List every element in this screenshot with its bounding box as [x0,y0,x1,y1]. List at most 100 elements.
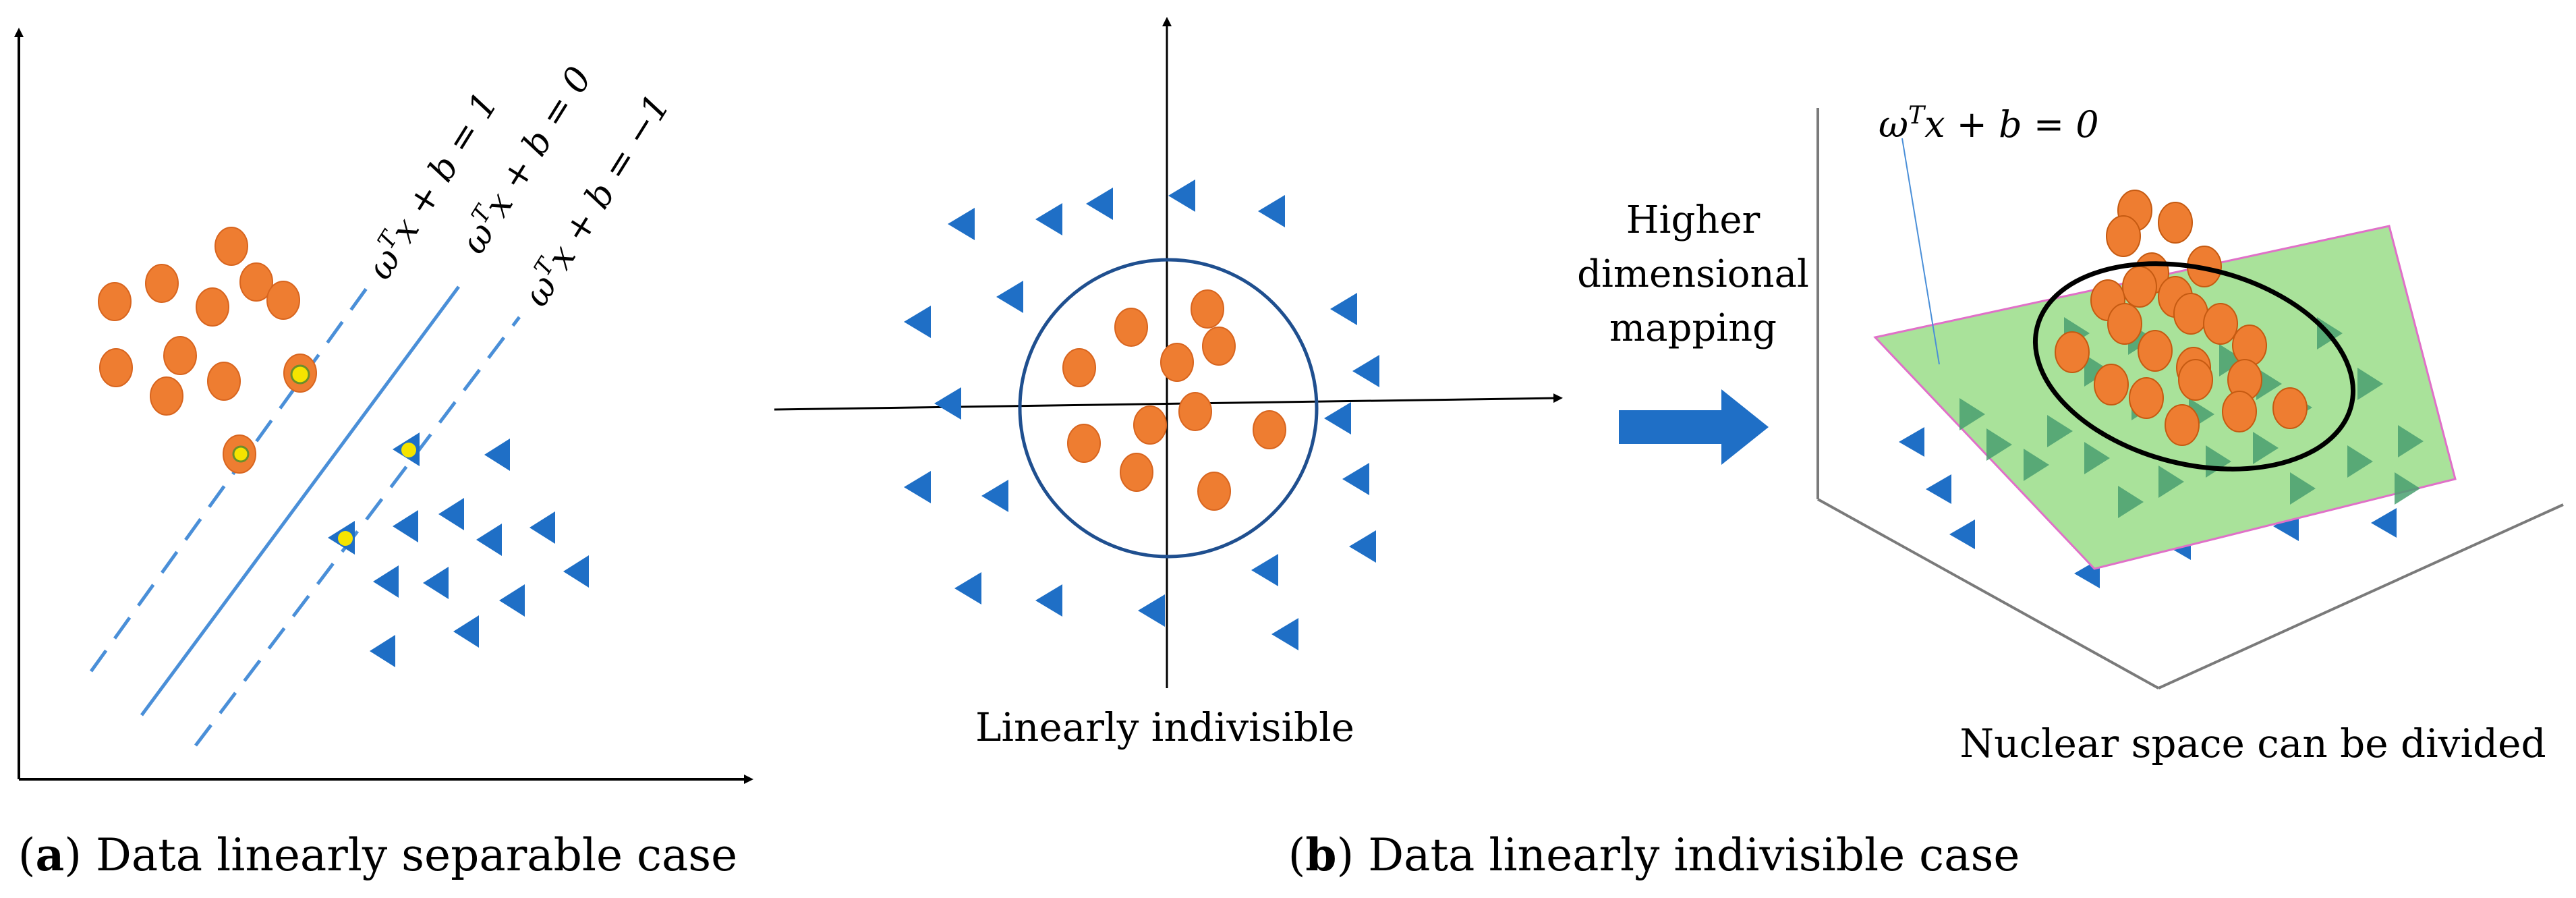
blue-point [2371,508,2397,538]
blue-point [1949,520,1975,549]
blue-point [499,584,525,617]
blue-support-vector [393,432,420,466]
orange-point [207,362,241,401]
orange-point [2158,202,2193,244]
margin-line-upper [89,285,370,673]
orange-point [2232,325,2267,366]
orange-point [2138,330,2173,372]
panel-a-caption: (a) Data linearly separable case [18,829,737,881]
separating-circle [1018,258,1319,559]
green-point [2256,368,2282,400]
arrow-label-line-2: dimensional [1577,252,1809,296]
green-point [2219,344,2245,376]
blue-point [1349,530,1376,563]
plane-equation: ωTx + b = 0 [1879,102,2099,146]
orange-point [98,282,132,321]
orange-point [2222,391,2257,432]
green-point [2398,425,2424,457]
orange-point [150,376,183,416]
orange-point [163,336,197,375]
orange-point [1067,424,1101,463]
orange-point [1120,453,1153,492]
orange-point [1133,405,1167,445]
panel-b-caption: (b) Data linearly indivisible case [1288,829,2020,881]
orange-point [2203,303,2238,345]
blue-point [476,524,502,556]
blue-point [438,498,464,530]
green-point [2047,415,2073,447]
orange-point [1191,289,1224,329]
blue-point [529,511,555,544]
panel-b-blue-points [904,179,1379,650]
orange-point [2272,387,2308,429]
blue-point [1352,355,1379,387]
orange-point [2165,404,2200,446]
axis-3d-width [2158,503,2564,690]
blue-point [996,281,1023,313]
arrow-label-line-1: Higher [1626,198,1761,242]
blue-point [1926,474,1951,504]
green-point [2347,445,2373,478]
blue-point [1342,463,1369,495]
orange-support-vector [223,434,256,474]
arrow-label-line-3: mapping [1609,306,1777,350]
margin-line-lower [194,316,521,747]
panel-b-right: ωTx + b = 0 Nuclear space can be divided [1816,102,2564,766]
orange-point [1160,343,1194,382]
decision-line [140,285,461,717]
orange-point [1253,410,1286,449]
panel-b-left: Linearly indivisible [774,17,1563,750]
panel-b-plane-orange-points [2055,190,2308,446]
orange-point [1202,327,1236,366]
blue-point [1258,195,1285,227]
orange-point [2107,303,2142,345]
blue-point [904,306,931,338]
panel-b-caption-letter: b [1305,829,1336,881]
orange-point [239,262,273,302]
panel-b-orange-points [1062,289,1286,511]
green-point [1959,398,1985,430]
orange-point [1062,348,1096,387]
green-point [2084,354,2110,387]
orange-point [2129,377,2164,419]
orange-point [2178,359,2213,401]
blue-point [1168,179,1195,212]
blue-point [423,567,449,599]
orange-point [2094,364,2129,405]
blue-point [1330,293,1357,325]
green-point [2084,442,2110,474]
blue-point [563,555,589,588]
orange-point [2055,331,2090,373]
blue-point [954,572,981,605]
panel-a-caption-letter: a [36,829,65,881]
blue-point [981,480,1008,512]
orange-support-vector [283,354,317,393]
orange-point [2122,266,2157,308]
blue-point [453,615,479,648]
panel-a: ωTx + b = 1 ωTx + b = 0 ωTx + b = −1 [14,28,753,784]
orange-point [145,264,179,303]
blue-point [904,471,931,503]
blue-point [373,565,399,598]
blue-point [1035,584,1062,617]
equation-pointer [1901,138,1940,365]
orange-point [214,227,248,266]
blue-point [393,510,418,542]
blue-point [934,387,961,420]
green-point [2290,472,2316,505]
panel-b-x-axis [774,393,1563,411]
orange-point [2106,215,2141,257]
blue-support-vector [328,521,355,555]
blue-point [1086,188,1113,220]
green-point [2024,449,2049,481]
blue-point [1324,402,1351,434]
green-point [2253,432,2279,464]
green-point [1986,428,2012,461]
green-point [2395,472,2420,505]
orange-point [99,348,133,387]
orange-point [1197,472,1231,511]
green-point [2158,466,2184,498]
blue-point [948,208,975,240]
axis-3d-depth [1817,498,2159,690]
blue-point [1138,594,1165,627]
